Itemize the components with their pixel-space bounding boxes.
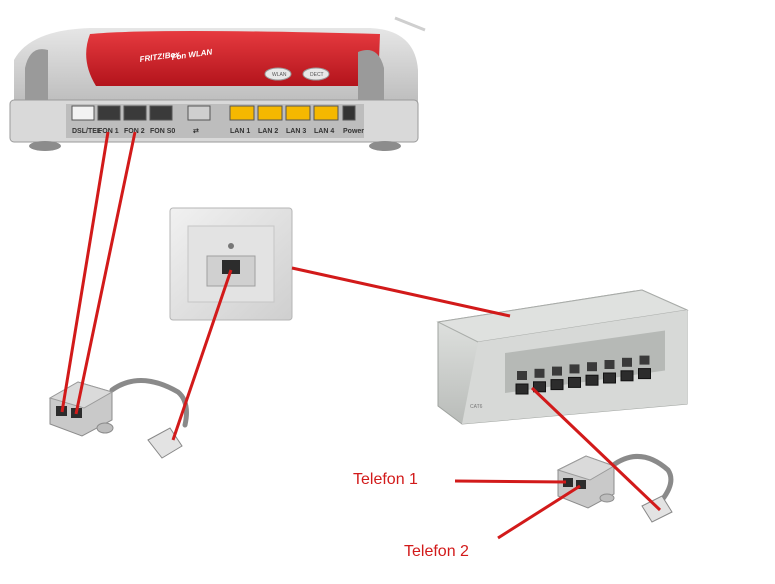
cable-telefon1 [454,479,567,484]
patch-panel-port-8[interactable] [638,368,651,380]
router-red-top [86,31,381,86]
wall-socket-screw [228,243,234,249]
cable-fon1-to-splitter [60,131,110,413]
telefon-2-label: Telefon 2 [404,543,469,560]
connections [60,131,662,540]
patch-panel-port-4[interactable] [568,376,581,388]
router-foot-right [369,141,401,151]
wlan-button-label: WLAN [272,72,287,78]
cable-patchpanel-to-plug [530,386,662,512]
dect-button[interactable] [302,67,330,81]
patch-panel-port-label-slot [639,355,650,365]
router-port-label-2: FON 2 [124,128,145,135]
wall-socket [169,207,293,321]
splitter-right-tab [599,493,615,503]
patch-panel-port-label-slot [517,371,527,380]
router-antenna-cable [394,16,426,32]
patch-panel-port-1[interactable] [515,383,529,395]
patch-panel-port-7[interactable] [620,370,634,382]
router-port-label-8: LAN 4 [314,128,334,135]
splitter-right [556,453,674,523]
patch-panel-port-label-slot [552,366,562,376]
router-port-label-6: LAN 2 [258,128,278,135]
wlan-button[interactable] [264,67,292,81]
router-port-label-3: FON S0 [150,128,175,135]
router-port-label-7: LAN 3 [286,128,306,135]
usb-icon: ⇄ [193,127,199,135]
splitter-right-port-1[interactable] [563,478,573,487]
patch-panel-port-label-slot [534,368,545,378]
cable-wallsocket-to-patchpanel [291,266,511,318]
splitter-right-port-2[interactable] [576,480,586,489]
router-port-label-9: Power [343,128,364,135]
patch-panel-port-label-slot [622,357,632,367]
patch-panel-port-label-slot [587,362,597,372]
router-port-0[interactable] [71,105,95,121]
router-port-3[interactable] [149,105,173,121]
router-foot-left [29,141,61,151]
dect-button-label: DECT [310,72,324,78]
router-port-label-0: DSL/TEL [72,128,102,135]
patch-panel-port-5[interactable] [585,374,599,386]
patch-panel-label: CAT6 [470,404,483,410]
router-port-2[interactable] [123,105,147,121]
router: FRITZ!Box Fon WLAN WLAN DECT DSL/TELFON … [9,16,426,151]
patch-panel-port-bay [505,330,665,394]
cable-telefon2 [497,484,581,540]
router-port-label-1: FON 1 [98,128,119,135]
patch-panel-port-2[interactable] [533,381,546,393]
cable-fon2-to-splitter [74,131,137,415]
router-port-9[interactable] [342,105,356,121]
router-port-1[interactable] [97,105,121,121]
router-port-8[interactable] [313,105,339,121]
router-port-5[interactable] [229,105,255,121]
router-port-4[interactable] [187,105,211,121]
patch-panel-port-3[interactable] [550,379,564,391]
patch-panel-port-label-slot [604,360,615,369]
patch-panel: CAT6 [436,289,689,425]
router-left-fin [25,49,48,100]
router-port-6[interactable] [257,105,283,121]
wall-socket-jack[interactable] [222,260,240,274]
splitter-left-tab [96,422,114,434]
patch-panel-port-6[interactable] [603,372,616,384]
router-port-7[interactable] [285,105,311,121]
splitter-left-cable [109,378,189,428]
splitter-left [48,378,189,459]
patch-panel-port-label-slot [569,364,580,374]
cable-wallsocket-to-plug [171,269,233,441]
router-right-fin [358,50,384,100]
splitter-right-cable [609,453,674,503]
telefon-1-label: Telefon 1 [353,471,418,488]
router-port-label-5: LAN 1 [230,128,250,135]
